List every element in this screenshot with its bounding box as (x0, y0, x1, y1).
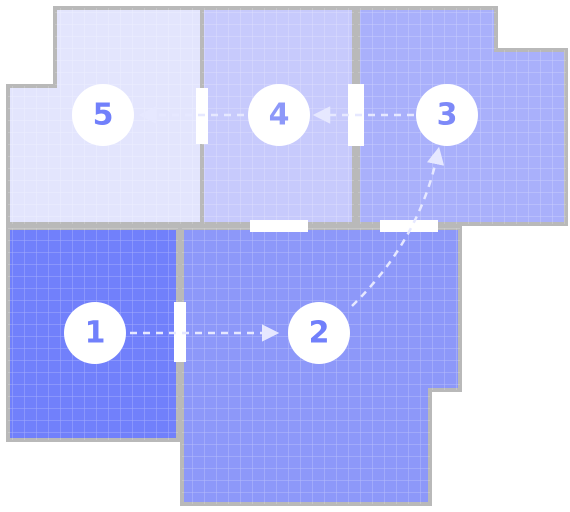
marker-1: 1 (64, 302, 126, 364)
doorway-top-2 (250, 220, 308, 232)
marker-4-circle (248, 84, 310, 146)
marker-4-label: 4 (269, 98, 290, 133)
room-2 (180, 226, 462, 506)
marker-1-circle (64, 302, 126, 364)
marker-5-label: 5 (93, 98, 114, 133)
marker-5-circle (72, 84, 134, 146)
arrow-2-to-3 (351, 146, 445, 307)
marker-1-label: 1 (85, 316, 106, 351)
doorway-1-2 (174, 302, 186, 362)
marker-2-label: 2 (309, 316, 330, 351)
marker-3-label: 3 (437, 98, 458, 133)
doorways (174, 84, 438, 362)
marker-3-circle (416, 84, 478, 146)
marker-5: 5 (72, 84, 134, 146)
marker-2: 2 (288, 302, 350, 364)
marker-2-circle (288, 302, 350, 364)
route-arrows (130, 106, 445, 342)
doorway-3-2 (380, 220, 438, 232)
marker-4: 4 (248, 84, 310, 146)
marker-3: 3 (416, 84, 478, 146)
